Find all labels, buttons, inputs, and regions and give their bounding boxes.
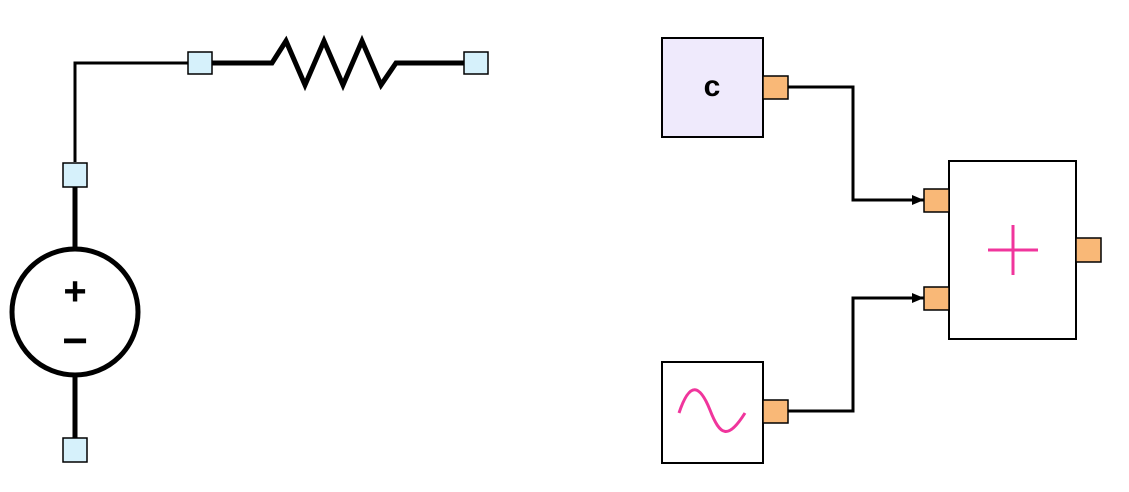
signal-line-sine-to-sum — [788, 293, 924, 413]
sine-wave-icon — [677, 388, 747, 433]
electrical-circuit: + − — [9, 34, 489, 463]
resistor-right-port[interactable] — [463, 51, 489, 75]
positive-terminal-sign: + — [63, 270, 86, 314]
source-negative-port[interactable] — [62, 437, 88, 463]
resistor-zigzag — [212, 34, 464, 92]
negative-terminal-sign: − — [62, 317, 88, 366]
constant-block-body — [661, 37, 764, 138]
voltage-source-body — [9, 246, 141, 378]
sum-input-port-1[interactable] — [923, 188, 950, 213]
resistor-left-port[interactable] — [187, 51, 213, 75]
sum-block[interactable] — [948, 160, 1077, 340]
plus-icon — [988, 225, 1038, 275]
signal-model: c — [661, 37, 1102, 464]
constant-label: c — [704, 70, 721, 103]
sum-input-port-2[interactable] — [923, 286, 950, 311]
signal-line-constant-to-sum — [788, 85, 924, 205]
sine-wave-block[interactable] — [661, 361, 764, 464]
constant-block[interactable]: c — [661, 37, 764, 138]
sum-output-port[interactable] — [1075, 237, 1102, 263]
voltage-source[interactable]: + − — [9, 246, 141, 378]
constant-output-port[interactable] — [762, 75, 789, 100]
wire-source-to-resistor — [73, 61, 188, 162]
source-positive-port[interactable] — [62, 162, 88, 188]
resistor[interactable] — [212, 34, 464, 92]
sine-output-port[interactable] — [762, 399, 789, 424]
